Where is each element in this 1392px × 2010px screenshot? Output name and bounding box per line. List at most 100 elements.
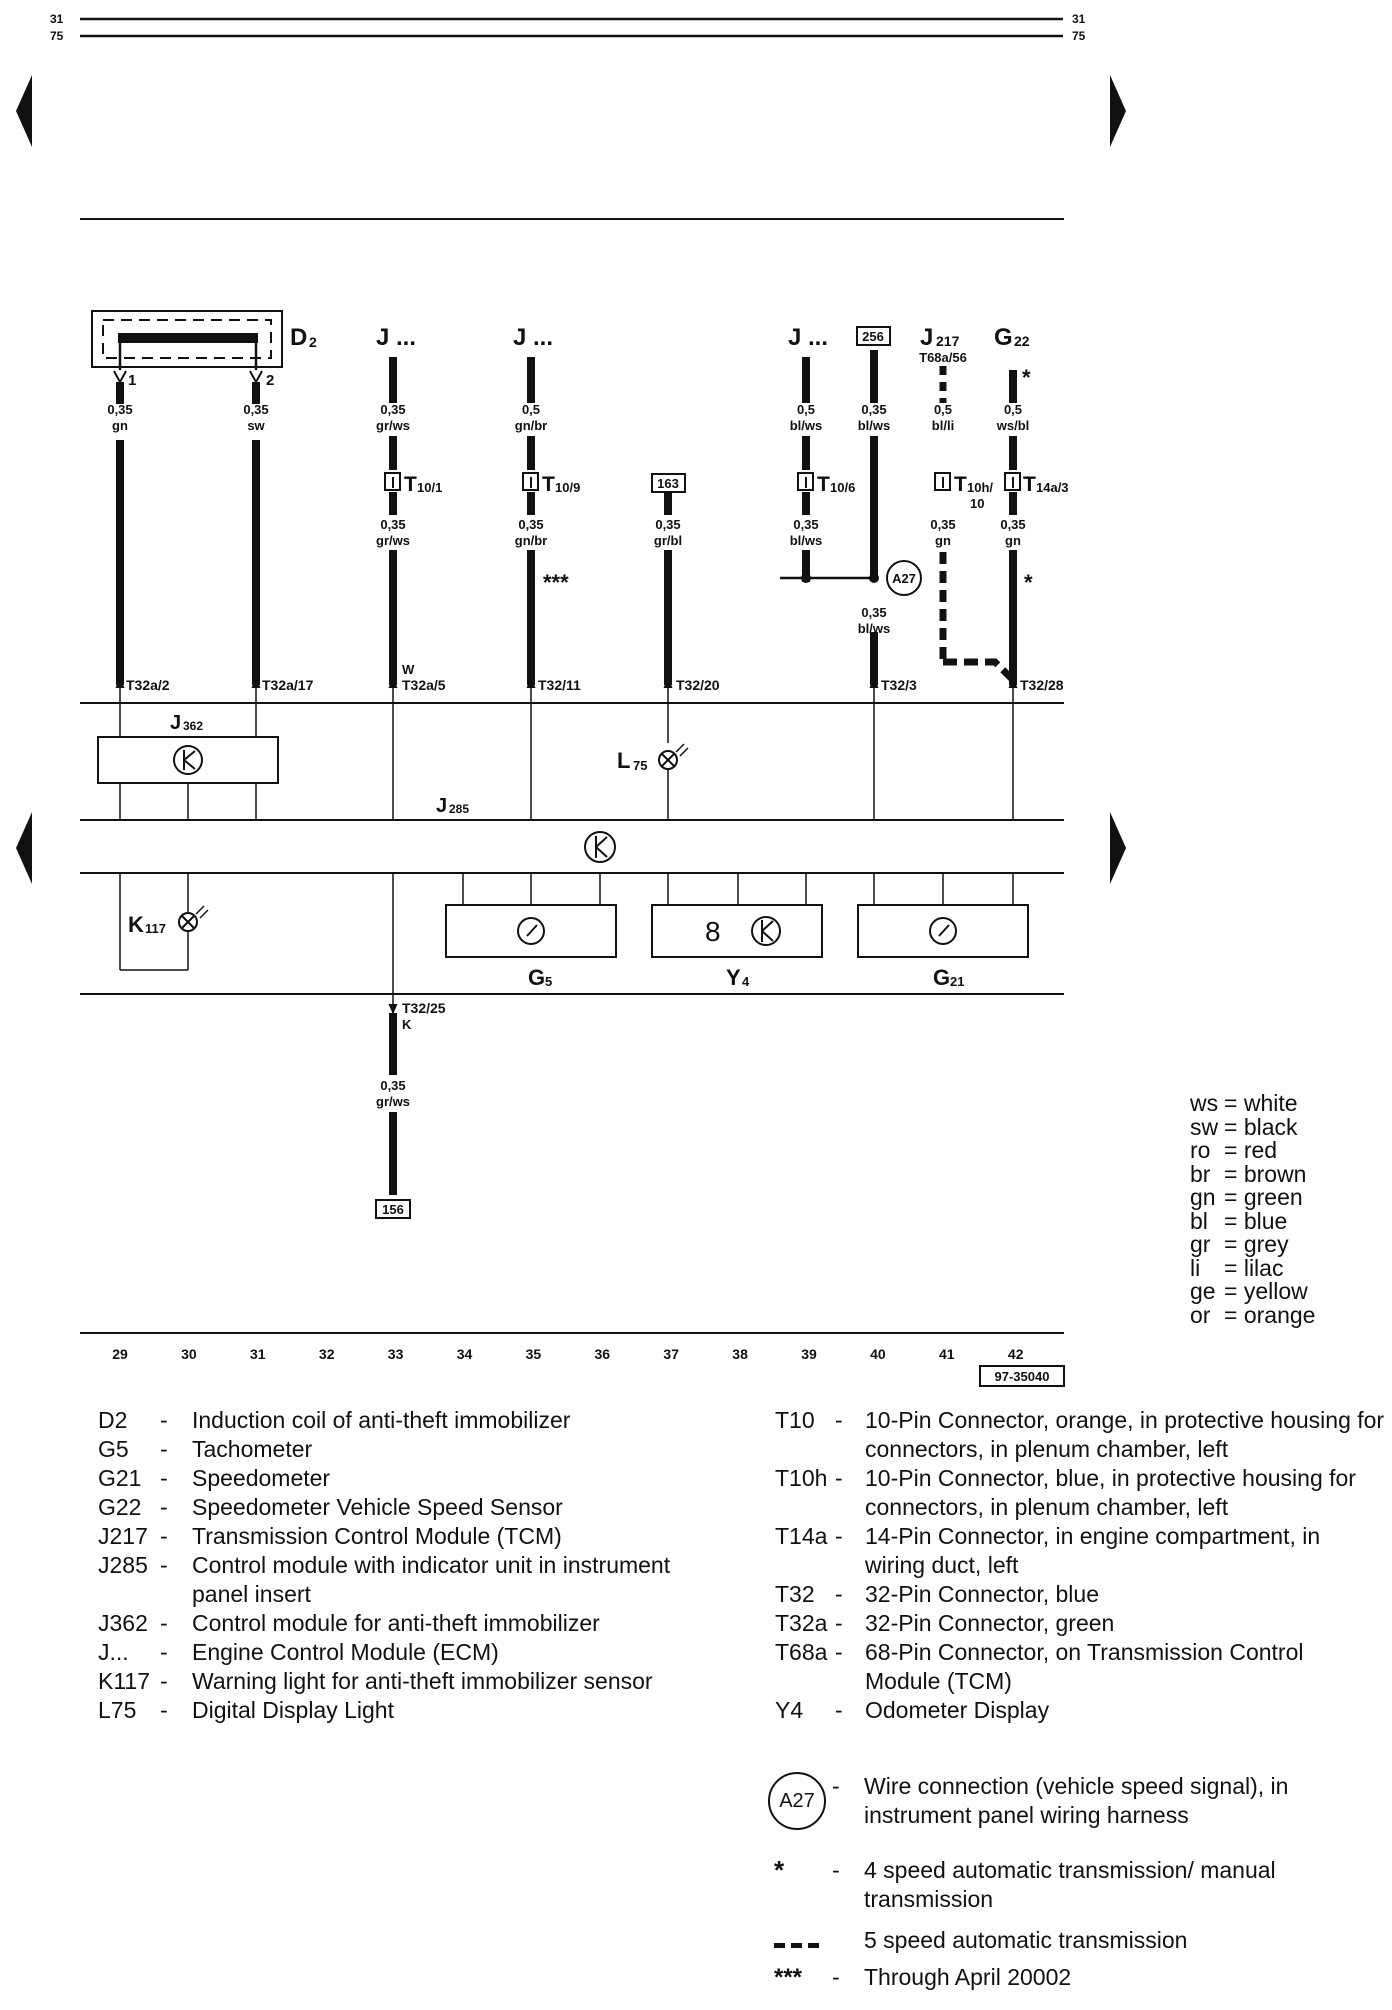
connector-t10-6: T 10/6 xyxy=(797,472,855,496)
color-code: ro xyxy=(1190,1137,1211,1163)
track-number: 39 xyxy=(801,1346,817,1362)
drawing-number: 97-35040 xyxy=(995,1369,1050,1384)
color-code: br xyxy=(1190,1160,1211,1187)
definition-description: Speedometer xyxy=(192,1465,331,1491)
svg-text:T32a/2: T32a/2 xyxy=(126,677,170,693)
svg-text:0,35: 0,35 xyxy=(793,517,818,532)
color-name: brown xyxy=(1243,1160,1307,1187)
a27-symbol-icon: A27 xyxy=(768,1772,826,1830)
color-name: red xyxy=(1243,1137,1278,1163)
ref-163-label: 163 xyxy=(657,476,679,491)
connector-row: T 10/1 T 10/9 163 T 10/6 T 10h/ 10 T xyxy=(384,472,1069,511)
prev-page-arrow-icon[interactable] xyxy=(16,75,32,147)
svg-text:T32/3: T32/3 xyxy=(881,677,917,693)
svg-text:T32/28: T32/28 xyxy=(1020,677,1064,693)
definition-description: Speedometer Vehicle Speed Sensor xyxy=(192,1494,563,1520)
next-diagram-arrow-icon[interactable] xyxy=(1110,812,1126,884)
g22-label-sub: 22 xyxy=(1014,333,1030,349)
definition-row: D2-Induction coil of anti-theft immobili… xyxy=(98,1406,718,1435)
definition-description: 32-Pin Connector, green xyxy=(865,1610,1115,1636)
definition-description: 10-Pin Connector, orange, in protective … xyxy=(865,1407,1385,1462)
svg-text:0,35: 0,35 xyxy=(861,605,886,620)
color-legend-row: li= lilac xyxy=(1190,1254,1284,1281)
j217-label: J xyxy=(920,324,933,351)
svg-text:T: T xyxy=(1023,473,1036,496)
page-number-bottom-left: 75 xyxy=(50,29,64,43)
definition-description: Induction coil of anti-theft immobilizer xyxy=(192,1407,571,1433)
svg-text:0,35: 0,35 xyxy=(380,517,405,532)
definition-row: K117-Warning light for anti-theft immobi… xyxy=(98,1667,718,1696)
definition-code: L75 xyxy=(98,1697,137,1723)
track-number: 41 xyxy=(939,1346,955,1362)
definition-code: T32a xyxy=(775,1610,828,1636)
definition-code: K117 xyxy=(98,1668,151,1694)
track-number: 32 xyxy=(319,1346,335,1362)
definition-description: 32-Pin Connector, blue xyxy=(865,1581,1099,1607)
svg-text:10/1: 10/1 xyxy=(417,480,442,495)
svg-text:117: 117 xyxy=(145,921,166,936)
track-number: 40 xyxy=(870,1346,886,1362)
svg-text:4: 4 xyxy=(742,974,750,989)
definition-row: T10-10-Pin Connector, orange, in protect… xyxy=(775,1407,1385,1462)
color-legend-row: gn= green xyxy=(1190,1184,1303,1210)
color-name: yellow xyxy=(1243,1278,1308,1304)
definition-row: J...-Engine Control Module (ECM) xyxy=(98,1638,718,1667)
definition-row: T32-32-Pin Connector, blue xyxy=(775,1580,1385,1609)
svg-text:T: T xyxy=(954,473,967,496)
definition-code: G21 xyxy=(98,1465,142,1491)
definition-code: Y4 xyxy=(775,1697,804,1723)
definition-code: G22 xyxy=(98,1494,142,1520)
wire-specs-middle: 0,35 gr/ws 0,35 gn/br 0,35 gr/bl 0,35 bl… xyxy=(376,517,1033,636)
connector-t10-1: T 10/1 xyxy=(384,472,442,496)
svg-text:gr/bl: gr/bl xyxy=(654,533,682,548)
definition-description: 68-Pin Connector, on Transmission Contro… xyxy=(865,1639,1304,1694)
definition-code: J362 xyxy=(98,1610,148,1636)
ecm-label-1: J ... xyxy=(376,324,416,351)
svg-text:gn: gn xyxy=(1005,533,1021,548)
svg-text:75: 75 xyxy=(633,758,647,773)
color-code: ge xyxy=(1190,1278,1216,1304)
definition-code: T14a xyxy=(775,1523,828,1549)
svg-text:W: W xyxy=(402,662,415,677)
d2-label-sub: 2 xyxy=(309,334,317,350)
definition-code: J285 xyxy=(98,1552,148,1578)
svg-text:gr/ws: gr/ws xyxy=(376,418,410,433)
definition-description: Odometer Display xyxy=(865,1697,1050,1723)
j285-module-icon xyxy=(584,831,616,863)
page-header: 31 75 31 75 xyxy=(50,12,1086,43)
lower-output-wire: T32/25 K 0,35 gr/ws 156 xyxy=(375,1000,446,1219)
definition-description: Digital Display Light xyxy=(192,1697,394,1723)
color-code: gn xyxy=(1190,1184,1216,1210)
component-definitions-left: D2-Induction coil of anti-theft immobili… xyxy=(98,1406,718,1725)
ref-box-256 xyxy=(856,326,891,346)
prev-diagram-arrow-icon[interactable] xyxy=(16,812,32,884)
track-number: 42 xyxy=(1008,1346,1024,1362)
svg-text:gn/br: gn/br xyxy=(515,533,548,548)
svg-text:J: J xyxy=(436,795,447,817)
svg-text:14a/3: 14a/3 xyxy=(1036,480,1069,495)
svg-text:bl/ws: bl/ws xyxy=(790,533,823,548)
j217-label-sub: 217 xyxy=(936,333,960,349)
j217-pin-label: T68a/56 xyxy=(919,350,967,365)
next-page-arrow-icon[interactable] xyxy=(1110,75,1126,147)
definition-row: G5-Tachometer xyxy=(98,1435,718,1464)
definition-row: J362-Control module for anti-theft immob… xyxy=(98,1609,718,1638)
svg-text:0,35: 0,35 xyxy=(655,517,680,532)
definition-row: J217-Transmission Control Module (TCM) xyxy=(98,1522,718,1551)
definition-code: G5 xyxy=(98,1436,129,1462)
ref-box-156 xyxy=(375,1199,411,1219)
note-triple-star: *** - Through April 20002 xyxy=(774,1964,1072,1991)
y4-module-icon xyxy=(751,916,781,946)
wire-specs-upper: 0,35 gn 0,35 sw 0,35 gr/ws 0,5 gn/br 0,5… xyxy=(107,402,1029,433)
svg-text:G: G xyxy=(933,965,950,990)
definition-row: G22-Speedometer Vehicle Speed Sensor xyxy=(98,1493,718,1522)
svg-text:bl/ws: bl/ws xyxy=(858,418,891,433)
color-name: blue xyxy=(1243,1207,1288,1234)
svg-text:gn: gn xyxy=(935,533,951,548)
svg-text:gr/ws: gr/ws xyxy=(376,1094,410,1109)
svg-text:0,35: 0,35 xyxy=(243,402,268,417)
definition-description: 10-Pin Connector, blue, in protective ho… xyxy=(865,1465,1356,1520)
